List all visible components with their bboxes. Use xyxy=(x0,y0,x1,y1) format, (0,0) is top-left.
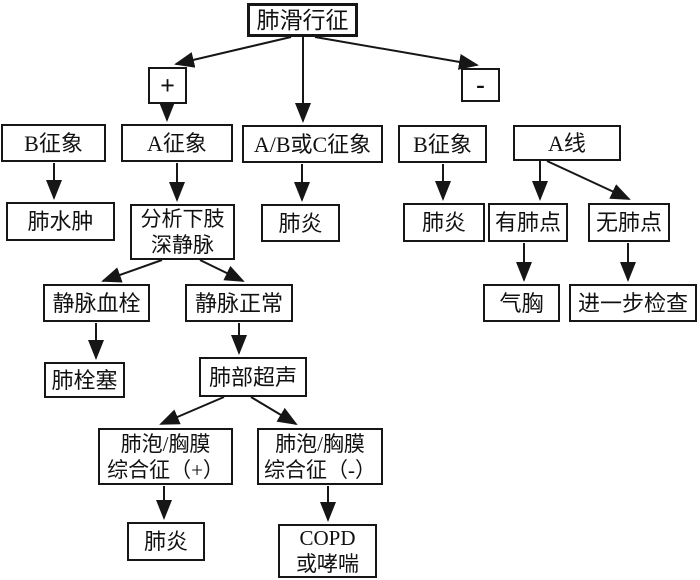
arrow-lungsliding-to-minus xyxy=(314,36,479,70)
node-lung-point-present: 有肺点 xyxy=(488,203,568,242)
arrow-aline-to-lungpointno xyxy=(546,160,631,200)
node-pulmonary-embolism: 肺栓塞 xyxy=(44,362,125,398)
node-pneumothorax: 气胸 xyxy=(483,284,560,322)
node-ab-or-c-sign: A/B或C征象 xyxy=(242,125,383,163)
node-copd-or-asthma: COPD 或哮喘 xyxy=(278,524,377,578)
node-lung-sliding-sign: 肺滑行征 xyxy=(247,3,358,37)
node-a-sign: A征象 xyxy=(121,124,233,162)
node-b-sign-left: B征象 xyxy=(1,124,106,162)
arrow-analyzedvt-to-veinsnormal xyxy=(199,259,245,282)
node-a-line: A线 xyxy=(513,125,621,161)
node-pneumonia-mid: 肺炎 xyxy=(261,204,340,242)
node-further-examination: 进一步检查 xyxy=(569,284,697,322)
node-pulmonary-edema: 肺水肿 xyxy=(6,202,115,241)
arrow-ultrasound-to-alveolarpos xyxy=(159,396,225,425)
node-analyze-leg-deep-vein: 分析下肢 深静脉 xyxy=(130,204,235,260)
arrow-ultrasound-to-alveolarneg xyxy=(250,396,298,426)
node-lung-point-absent: 无肺点 xyxy=(588,203,670,242)
node-alveolar-pleural-positive: 肺泡/胸膜 综合征（+） xyxy=(98,428,233,485)
arrow-analyzedvt-to-thrombosis xyxy=(101,259,163,283)
node-pneumonia-bottom: 肺炎 xyxy=(127,522,205,561)
node-pneumonia-right: 肺炎 xyxy=(403,203,485,242)
arrow-lungsliding-to-plus xyxy=(174,36,292,68)
node-alveolar-pleural-negative: 肺泡/胸膜 综合征（-） xyxy=(257,428,383,485)
node-minus-sign: - xyxy=(461,68,500,102)
node-lung-ultrasound: 肺部超声 xyxy=(199,357,307,397)
node-veins-normal: 静脉正常 xyxy=(185,284,293,322)
node-plus-sign: + xyxy=(148,67,187,104)
node-venous-thrombosis: 静脉血栓 xyxy=(43,284,150,322)
node-b-sign-right: B征象 xyxy=(398,125,487,163)
